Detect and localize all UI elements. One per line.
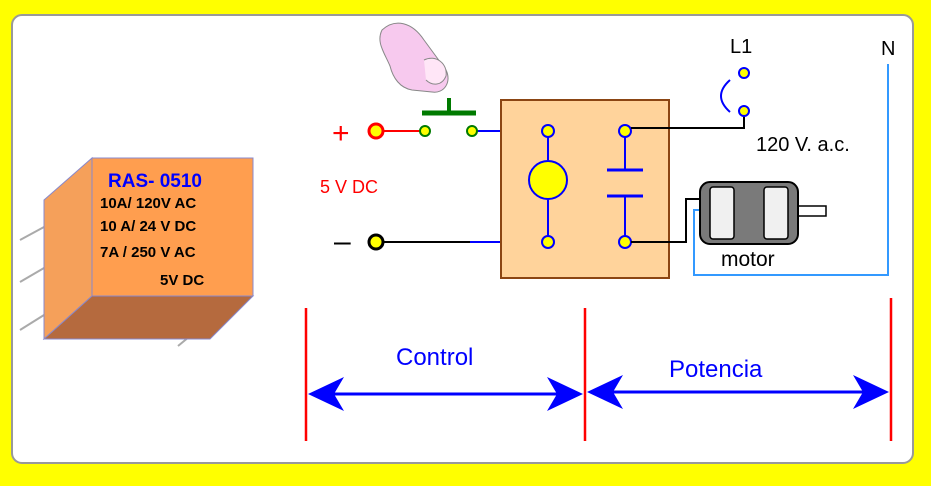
minus-symbol: – <box>334 225 351 258</box>
relay-spec-1: 10A/ 120V AC <box>100 195 196 212</box>
relay-component: RAS- 0510 10A/ 120V AC 10 A/ 24 V DC 7A … <box>19 156 255 347</box>
contact-terminal-top <box>618 124 632 138</box>
relay-pin <box>19 226 45 241</box>
minus-terminal <box>367 233 385 251</box>
finger-icon <box>379 22 449 93</box>
relay-bottom-face <box>42 295 255 340</box>
wire-contact-to-motor <box>631 198 704 243</box>
relay-spec-2: 10 A/ 24 V DC <box>100 218 196 235</box>
coil-terminal-bottom <box>541 235 555 249</box>
l1-switch-arc <box>720 79 731 113</box>
potencia-arrow <box>587 375 889 409</box>
motor-label: motor <box>721 248 775 271</box>
motor-icon <box>699 181 827 245</box>
relay-spec-3: 7A / 250 V AC <box>100 244 196 261</box>
dc-voltage-label: 5 V DC <box>320 177 378 197</box>
relay-model: RAS- 0510 <box>108 171 202 192</box>
l1-label: L1 <box>730 36 752 58</box>
control-arrow <box>308 377 583 411</box>
wire-neutral-light-blue <box>693 64 889 276</box>
plus-symbol: + <box>332 117 350 150</box>
switch-terminal-left <box>419 125 431 137</box>
n-label: N <box>881 38 895 60</box>
ac-voltage-label: 120 V. a.c. <box>756 134 850 156</box>
coil-symbol <box>528 160 568 200</box>
relay-spec-4: 5V DC <box>160 272 204 289</box>
switch-terminal-right <box>466 125 478 137</box>
potencia-section-label: Potencia <box>669 356 763 383</box>
relay-pin <box>19 314 45 331</box>
wire-l1-to-contact <box>631 116 745 129</box>
contact-terminal-bottom <box>618 235 632 249</box>
l1-terminal-top <box>738 67 750 79</box>
coil-terminal-top <box>541 124 555 138</box>
relay-schematic-box <box>500 99 670 279</box>
relay-pin <box>19 267 45 283</box>
l1-terminal-bottom <box>738 105 750 117</box>
plus-terminal <box>367 122 385 140</box>
push-button-switch <box>422 98 476 116</box>
control-section-label: Control <box>396 344 473 371</box>
